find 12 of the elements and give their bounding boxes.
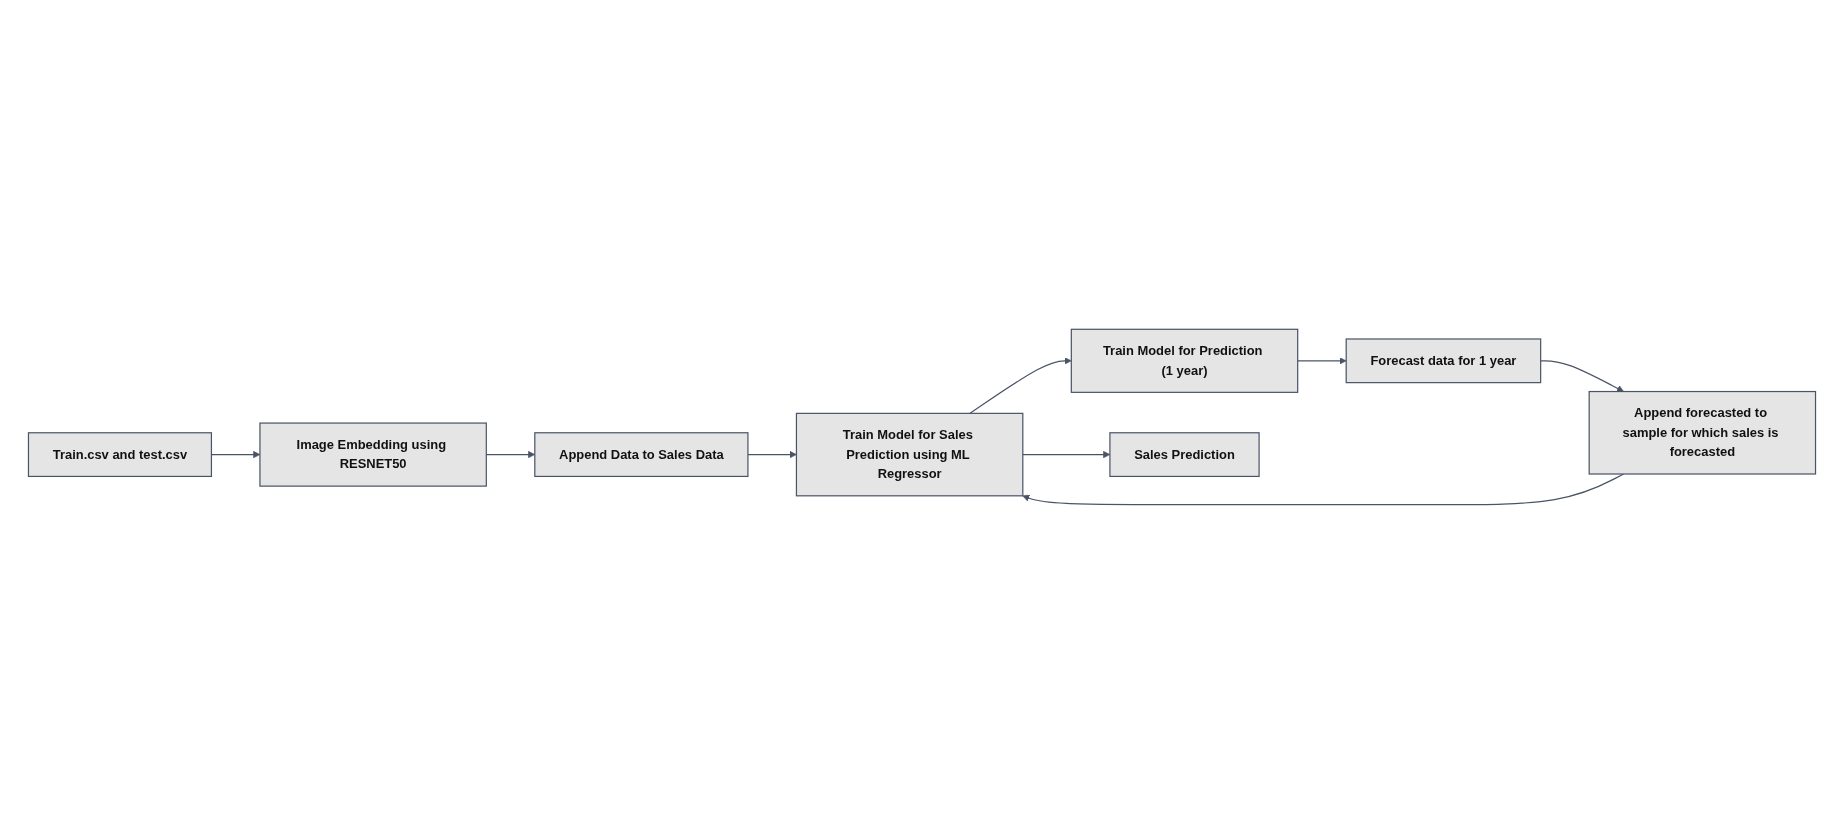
arrow [747, 451, 797, 459]
arrow [1540, 360, 1624, 392]
node-box: Image Embedding using RESNET50 [259, 422, 487, 487]
arrow [1297, 357, 1347, 365]
node-box: Append Data to Sales Data [534, 432, 749, 478]
node-box: Forecast data for 1 year [1345, 338, 1542, 384]
node-box: Train Model for Prediction (1 year) [1070, 328, 1299, 393]
node-box: Sales Prediction [1109, 432, 1260, 478]
node-box: Train Model for Sales Prediction using ML Regressor [795, 412, 1024, 497]
node-box: Train.csv and test.csv [27, 432, 213, 478]
node-box: Append forecasted to sample for which sales is forecasted [1588, 390, 1817, 475]
arrow [969, 357, 1072, 414]
